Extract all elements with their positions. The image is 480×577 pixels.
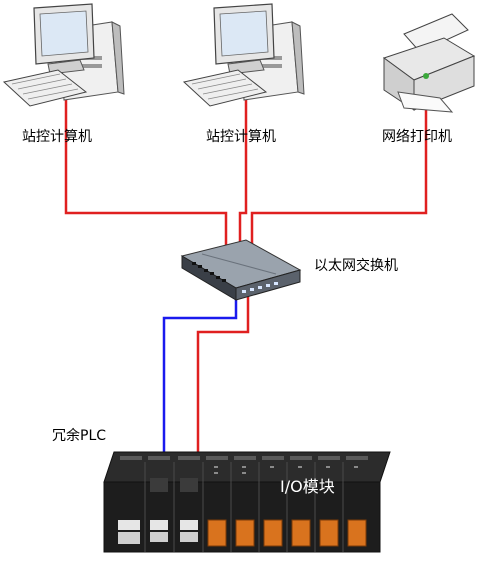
plc-label: 冗余PLC <box>52 427 106 444</box>
pc-left-label: 站控计算机 <box>22 129 92 145</box>
cable-pc-left-to-switch <box>64 82 228 268</box>
pc-mid-label: 站控计算机 <box>206 129 276 145</box>
power-module <box>118 520 140 544</box>
switch-label: 以太网交换机 <box>314 257 398 274</box>
io-module-label: I/O模块 <box>280 477 335 496</box>
computer-mid-icon <box>182 3 305 107</box>
printer-icon <box>382 13 476 113</box>
printer-label: 网络打印机 <box>382 128 452 145</box>
cable-switch-to-plc-red <box>196 276 250 522</box>
ethernet-switch-icon <box>180 239 302 301</box>
cpu-module-a <box>150 478 168 542</box>
cable-printer-to-switch <box>250 110 428 268</box>
plc-rack <box>103 451 391 553</box>
computer-left-icon <box>2 3 125 107</box>
io-terminal-blocks <box>207 519 367 547</box>
cpu-module-b <box>180 478 198 542</box>
